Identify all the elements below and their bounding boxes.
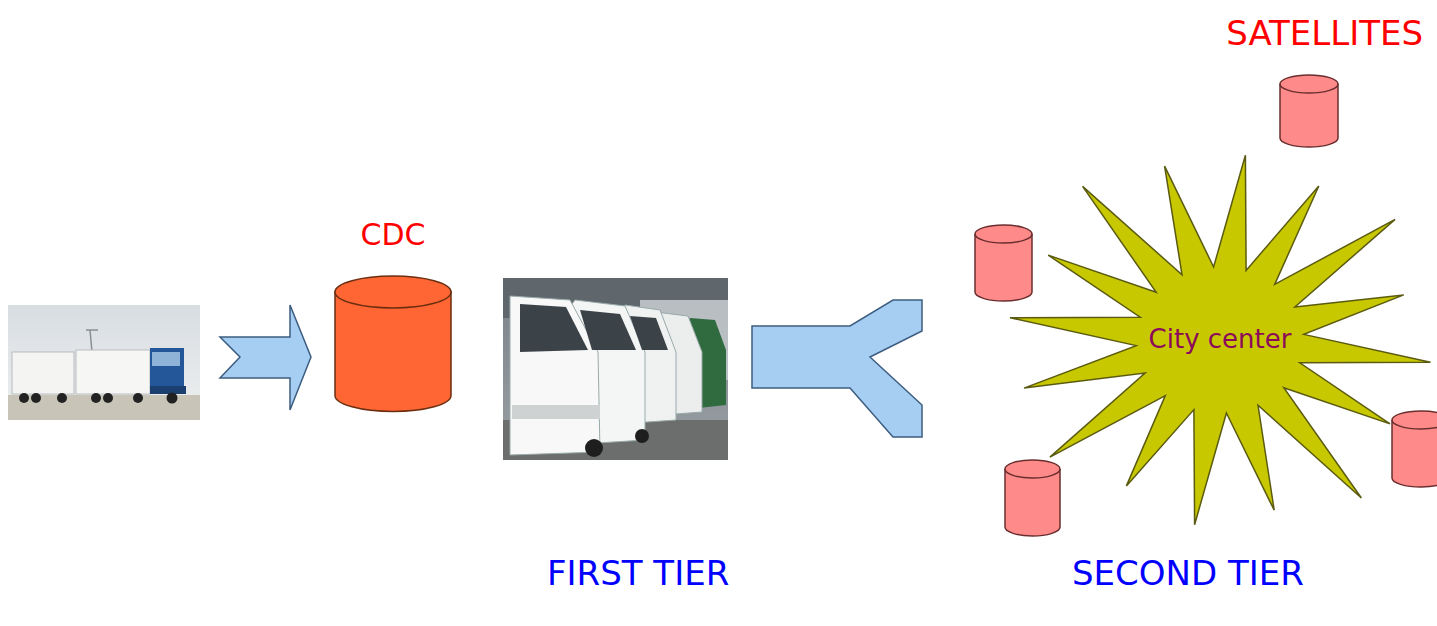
satellite-cylinders — [975, 75, 1437, 536]
group-title: SATELLITES — [1226, 14, 1423, 53]
flow-arrow — [220, 305, 311, 410]
tier-label: FIRST TIER — [547, 554, 729, 593]
tier-label: SECOND TIER — [1072, 554, 1304, 593]
area-label: City center — [1149, 325, 1292, 355]
depot-cylinder: CDC — [328, 218, 458, 412]
city-burst: City center — [1008, 148, 1437, 534]
truck-photo — [8, 305, 200, 420]
vans-photo — [503, 278, 728, 460]
fork-arrow — [752, 300, 922, 437]
cylinder-shape — [328, 275, 458, 413]
depot-label: CDC — [328, 218, 458, 253]
